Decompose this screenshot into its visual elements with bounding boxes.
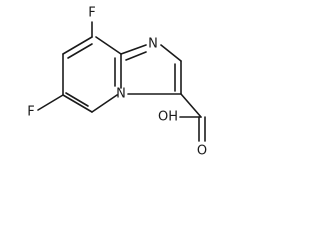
atom-label-o: O — [197, 144, 207, 159]
bond-c3-cooh — [180, 93, 202, 118]
bond-c7-c8-inner — [67, 43, 93, 59]
bond-c6-c6-inner — [65, 92, 89, 107]
bond-c8-c8a — [95, 36, 122, 55]
atom-label-f8: F — [88, 6, 95, 21]
bond-c5-c6 — [62, 94, 93, 113]
bond-c7-c8 — [62, 36, 93, 55]
bond-c8a-n1-inner — [125, 51, 147, 61]
atom-label-f6: F — [27, 105, 34, 120]
bond-n1-c2 — [160, 44, 182, 62]
atom-label-oh: OH — [158, 110, 178, 125]
atom-label-n1: N — [148, 37, 158, 52]
bond-c8a-n1 — [120, 44, 147, 55]
atom-label-n4: N — [116, 87, 126, 102]
bond-c6-f — [37, 94, 64, 111]
bond-n4-c5 — [91, 94, 118, 113]
molecule-structure-diagram: F N F N OH O — [27, 6, 207, 159]
